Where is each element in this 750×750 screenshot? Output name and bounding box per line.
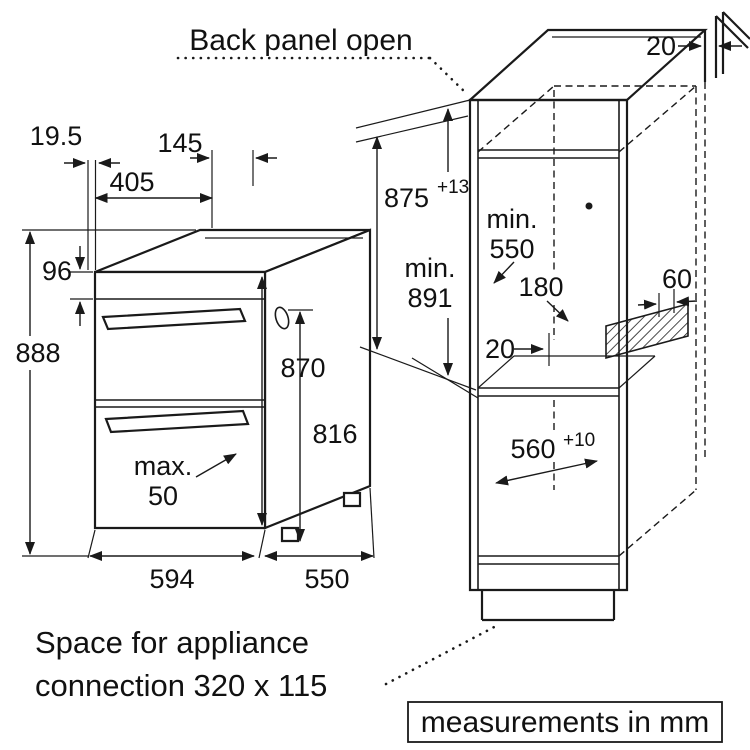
dim-870-label: 870 <box>280 353 325 383</box>
labels: Back panel open 20 19.5 145 405 96 888 8… <box>15 24 709 739</box>
space-note-line2: connection 320 x 115 <box>35 668 327 703</box>
dim-550-niche-label: 550 <box>489 234 534 264</box>
dim-560-tolerance: +10 <box>563 430 595 451</box>
dim-891-min-word: min. <box>404 253 455 283</box>
oven-drawing <box>93 228 372 543</box>
dotted-leaders <box>176 56 500 686</box>
dim-max-word: max. <box>134 451 193 481</box>
units-note-box <box>407 701 723 743</box>
oven-lower-handle <box>104 409 250 434</box>
dim-875-label: 875 <box>384 183 429 213</box>
dim-96-label: 96 <box>42 256 72 286</box>
mid-shelf-left-slant <box>477 355 515 389</box>
hidden-edges <box>477 82 706 557</box>
units-note-label: measurements in mm <box>421 706 709 739</box>
oven-foot-back <box>342 491 362 508</box>
space-note-line1: Space for appliance <box>35 625 309 660</box>
dim-594-label: 594 <box>149 564 194 594</box>
title-back-panel-open: Back panel open <box>189 24 413 57</box>
cabinet-front-frame <box>468 98 629 592</box>
cabinet-drawing <box>467 28 708 622</box>
oven-side-grip-hole <box>274 306 290 330</box>
dim-816-label: 816 <box>312 419 357 449</box>
back-panel-leader-2 <box>428 56 470 97</box>
connection-note-leader <box>384 623 500 686</box>
dim-20-top-label: 20 <box>646 31 676 61</box>
dim-180-label: 180 <box>518 272 563 302</box>
dim-145-label: 145 <box>157 128 202 158</box>
dim-888-label: 888 <box>15 338 60 368</box>
dim-875-tolerance: +13 <box>437 177 469 198</box>
mid-shelf-right-slant <box>618 355 656 389</box>
oven-foot-front <box>280 526 300 543</box>
dim-50-label: 50 <box>148 481 178 511</box>
dim-20-mid-label: 20 <box>485 334 515 364</box>
dim-891-label: 891 <box>407 283 452 313</box>
dim-405-label: 405 <box>109 167 154 197</box>
reference-dot <box>585 202 593 210</box>
dim-550-min-word: min. <box>486 204 537 234</box>
oven-upper-handle <box>101 307 247 331</box>
dimension-lines <box>22 41 742 561</box>
dim-550-depth-label: 550 <box>304 564 349 594</box>
wall-section <box>714 11 750 78</box>
dim-560-label: 560 <box>510 434 555 464</box>
dim-19-5-label: 19.5 <box>30 121 83 151</box>
dim-60-label: 60 <box>662 264 692 294</box>
